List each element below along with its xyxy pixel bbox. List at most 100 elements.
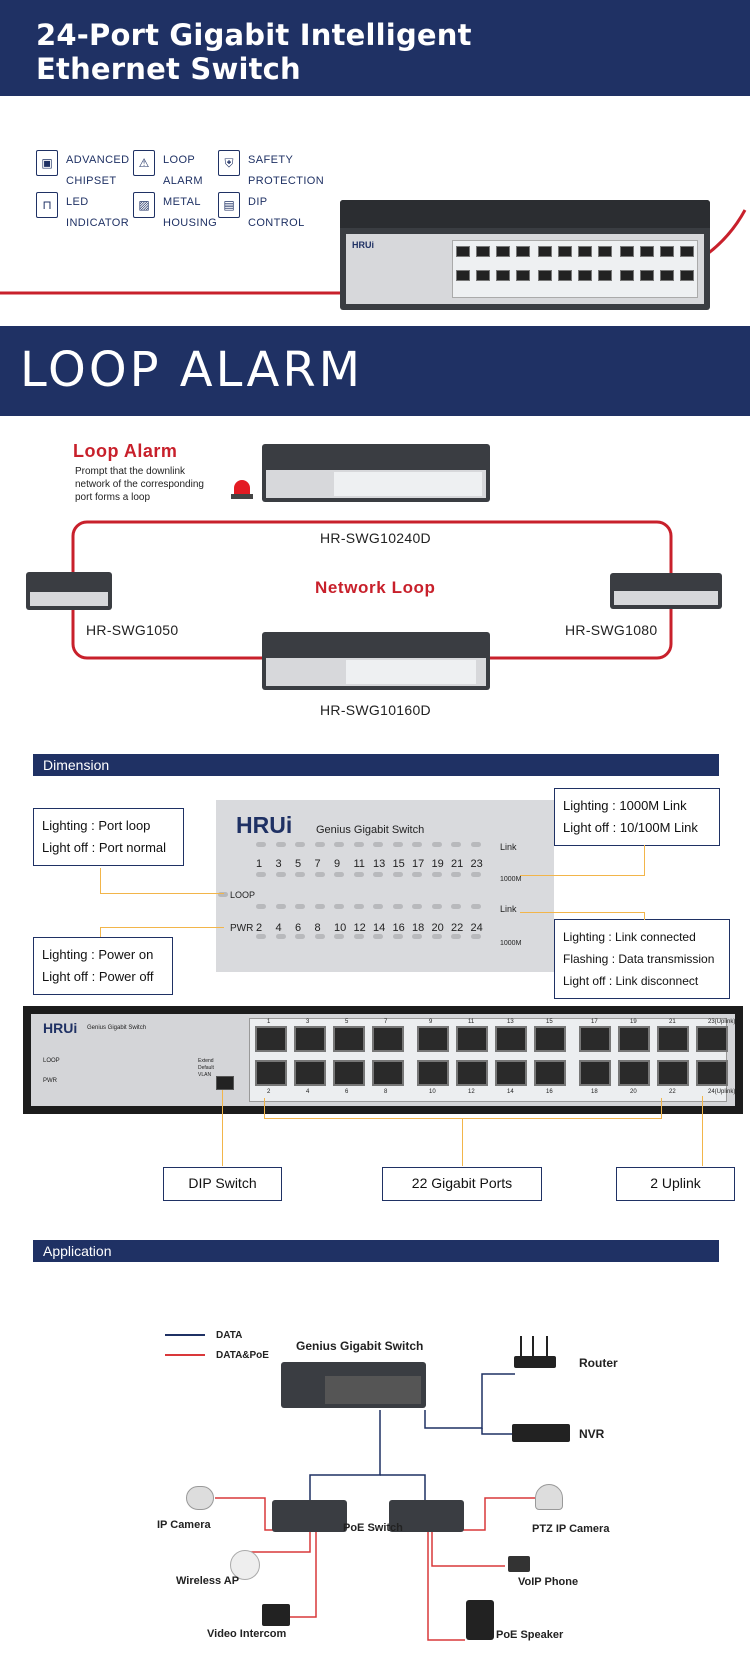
rj45-port[interactable] (696, 1026, 728, 1052)
nvr-icon (512, 1424, 570, 1442)
switch-left (26, 572, 112, 610)
wireless-ap-icon (230, 1550, 260, 1580)
rj45-port[interactable] (456, 1026, 488, 1052)
dip-option: VLAN (198, 1072, 212, 1078)
router-icon (510, 1336, 556, 1370)
alarm-icon: ⚠ (133, 150, 155, 176)
rj45-port[interactable] (618, 1060, 650, 1086)
rj45-port[interactable] (579, 1060, 611, 1086)
led-indicator (431, 842, 442, 847)
led-indicator (314, 904, 325, 909)
callout-link: Lighting : Link connected Flashing : Dat… (554, 919, 730, 999)
callout-line: Lighting : Port loop (42, 818, 151, 833)
speed-label: 1000M (500, 940, 522, 947)
ethernet-port (456, 246, 470, 257)
rj45-port[interactable] (417, 1060, 449, 1086)
rj45-port[interactable] (255, 1060, 287, 1086)
brand-logo: HRUi (236, 812, 293, 838)
led-indicator (295, 872, 305, 877)
housing-icon: ▨ (133, 192, 155, 218)
rj45-port[interactable] (534, 1060, 566, 1086)
port-number: 5 (295, 858, 302, 870)
rj45-port[interactable] (456, 1060, 488, 1086)
rj45-port[interactable] (333, 1060, 365, 1086)
link-label: Link (500, 904, 517, 914)
port-number: 8 (384, 1089, 388, 1095)
rj45-port[interactable] (372, 1026, 404, 1052)
led-indicator (373, 934, 383, 939)
led-indicator (392, 934, 403, 939)
section-heading: LOOP ALARM (20, 342, 364, 398)
pwr-label: PWR (230, 923, 254, 934)
poe-speaker-label: PoE Speaker (496, 1629, 564, 1641)
rj45-port[interactable] (333, 1026, 365, 1052)
brand-logo: HRUi (43, 1020, 78, 1036)
led-indicator (353, 872, 364, 877)
network-loop-label: Network Loop (315, 578, 436, 597)
panel-title: Genius Gigabit Switch (87, 1025, 147, 1031)
ethernet-port (680, 246, 694, 257)
port-number: 5 (345, 1019, 349, 1025)
poe-switch-left (272, 1500, 347, 1532)
callout-loop: Lighting : Port loop Light off : Port no… (33, 808, 184, 866)
wireless-ap-label: Wireless AP (176, 1575, 240, 1587)
led-indicator (470, 872, 481, 877)
port-number: 12 (468, 1089, 475, 1095)
poe-switch-right (389, 1500, 464, 1532)
model-left: HR-SWG1050 (86, 622, 179, 638)
rj45-port[interactable] (696, 1060, 728, 1086)
rj45-port[interactable] (417, 1026, 449, 1052)
leader-line (222, 1090, 223, 1166)
rj45-port[interactable] (294, 1026, 326, 1052)
rj45-port[interactable] (495, 1060, 527, 1086)
led-indicator (295, 904, 305, 909)
port-number: 20 (630, 1089, 637, 1095)
port-number: 6 (345, 1089, 349, 1095)
led-panel: HRUi Genius Gigabit Switch Link 1000M Li… (216, 800, 554, 972)
rj45-port[interactable] (294, 1060, 326, 1086)
rj45-port[interactable] (372, 1060, 404, 1086)
led-indicator (373, 872, 383, 877)
callout-gigabit-ports: 22 Gigabit Ports (382, 1167, 542, 1201)
rj45-port[interactable] (579, 1026, 611, 1052)
feature-label: CHIPSET (66, 175, 117, 187)
switch-top (262, 444, 490, 502)
rj45-port[interactable] (255, 1026, 287, 1052)
rj45-port[interactable] (657, 1060, 689, 1086)
callout-line: Lighting : Link connected (563, 930, 696, 944)
led-indicator (431, 872, 442, 877)
port-number: 6 (295, 922, 302, 934)
leader-line (100, 893, 224, 894)
leader-line (462, 1118, 463, 1166)
led-indicator (256, 842, 266, 847)
model-right: HR-SWG1080 (565, 622, 658, 638)
rj45-port[interactable] (657, 1026, 689, 1052)
ethernet-port (496, 270, 510, 281)
port-number: 3 (306, 1019, 310, 1025)
rj45-port[interactable] (534, 1026, 566, 1052)
leader-line (100, 868, 101, 894)
led-indicator (275, 904, 286, 909)
port-number: 1 (267, 1019, 271, 1025)
brand-logo: HRUi (352, 240, 374, 250)
port-number: 14 (507, 1089, 514, 1095)
leader-line (520, 912, 644, 913)
ethernet-port (660, 270, 674, 281)
port-number: 3 (275, 858, 282, 870)
rj45-port[interactable] (495, 1026, 527, 1052)
port-number: 10 (429, 1089, 436, 1095)
chip-icon: ▣ (36, 150, 58, 176)
rj45-port[interactable] (618, 1026, 650, 1052)
leader-line (644, 912, 645, 920)
router-label: Router (579, 1356, 618, 1370)
ptz-camera-label: PTZ IP Camera (532, 1523, 610, 1535)
dip-switch[interactable] (216, 1076, 234, 1090)
feature-label: PROTECTION (248, 175, 325, 187)
link-label: Link (500, 842, 517, 852)
port-number: 19 (431, 858, 444, 870)
leader-line (702, 1096, 703, 1166)
callout-line: Flashing : Data transmission (563, 952, 715, 966)
led-indicator (412, 934, 422, 939)
